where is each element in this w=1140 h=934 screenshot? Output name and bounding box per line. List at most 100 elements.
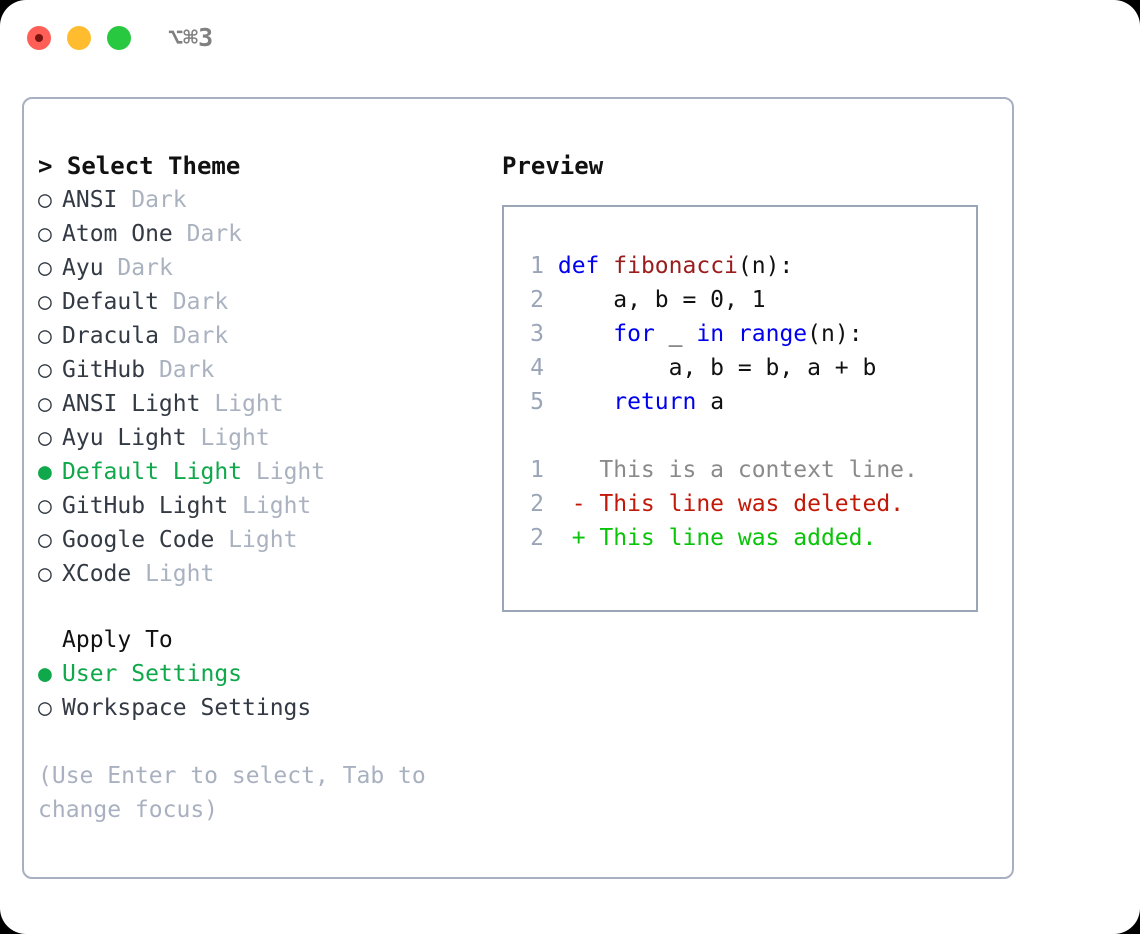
theme-option-ayu[interactable]: ○ Ayu Dark xyxy=(38,251,488,285)
theme-option-ansi[interactable]: ○ANSI Dark xyxy=(38,183,488,217)
label-tag-space xyxy=(117,187,131,213)
main-panel: > Select Theme ○ANSI Dark○Atom One Dark○… xyxy=(22,97,1014,879)
theme-option-tag: Light xyxy=(255,459,326,485)
code-token-fn: fibonacci xyxy=(613,253,738,279)
theme-option-tag: Dark xyxy=(186,221,243,247)
radio-unselected-icon: ○ xyxy=(38,221,52,247)
code-token-plain: (n): xyxy=(737,253,794,279)
radio-unselected-icon: ○ xyxy=(38,357,52,383)
theme-option-google-code[interactable]: ○ Google Code Light xyxy=(38,523,488,557)
theme-option-label: Ayu xyxy=(62,255,104,281)
apply-to-option-list: ● User Settings ○Workspace Settings xyxy=(38,657,488,725)
theme-option-default-light[interactable]: ●Default Light Light xyxy=(38,455,488,489)
theme-option-tag: Light xyxy=(214,391,284,417)
radio-unselected-icon: ○ xyxy=(38,391,52,417)
theme-option-tag: Dark xyxy=(131,187,187,213)
radio-selected-icon: ● xyxy=(38,661,52,687)
label-tag-space xyxy=(173,221,187,247)
diff-block: 1 This is a context line. 2 - This line w… xyxy=(516,453,970,555)
diff-line-ctx: 1 This is a context line. xyxy=(516,453,970,487)
theme-option-label: GitHub Light xyxy=(62,493,229,519)
theme-option-ayu-light[interactable]: ○Ayu Light Light xyxy=(38,421,488,455)
radio-unselected-icon: ○ xyxy=(38,695,52,721)
code-token-kw: for xyxy=(613,321,655,347)
diff-line-text: - This line was deleted. xyxy=(544,491,905,517)
minimize-window-button[interactable] xyxy=(67,26,91,50)
apply-to-option-label: User Settings xyxy=(62,661,243,687)
theme-option-github[interactable]: ○GitHub Dark xyxy=(38,353,488,387)
theme-option-ansi-light[interactable]: ○ ANSI Light Light xyxy=(38,387,488,421)
code-line-number: 2 xyxy=(530,287,544,313)
radio-unselected-icon: ○ xyxy=(38,255,52,281)
radio-unselected-icon: ○ xyxy=(38,561,52,587)
theme-picker-column: > Select Theme ○ANSI Dark○Atom One Dark○… xyxy=(38,149,488,827)
label-tag-space xyxy=(159,289,173,315)
apply-to-option-workspace-settings[interactable]: ○Workspace Settings xyxy=(38,691,488,725)
theme-option-tag: Light xyxy=(145,561,215,587)
code-line-number: 4 xyxy=(530,355,544,381)
label-tag-space xyxy=(242,459,256,485)
theme-option-tag: Light xyxy=(242,493,312,519)
label-tag-space xyxy=(159,323,173,349)
theme-option-label: ANSI Light xyxy=(62,391,201,417)
code-token-plain: a, b = b, a + b xyxy=(544,355,877,381)
code-line: 5 return a xyxy=(516,385,970,419)
theme-option-default[interactable]: ○Default Dark xyxy=(38,285,488,319)
title-bar: ⌥⌘3 xyxy=(0,0,1140,78)
code-line: 1 def fibonacci(n): xyxy=(516,249,970,283)
theme-option-label: Atom One xyxy=(62,221,173,247)
label-tag-space xyxy=(131,561,145,587)
theme-option-github-light[interactable]: ○GitHub Light Light xyxy=(38,489,488,523)
close-window-button[interactable] xyxy=(27,26,51,50)
code-token-plain xyxy=(544,253,558,279)
theme-option-atom-one[interactable]: ○ Atom One Dark xyxy=(38,217,488,251)
radio-unselected-icon: ○ xyxy=(38,425,52,451)
radio-unselected-icon: ○ xyxy=(38,323,52,349)
theme-option-label: Dracula xyxy=(62,323,159,349)
code-token-plain xyxy=(544,389,613,415)
label-tag-space xyxy=(104,255,118,281)
code-line-number: 1 xyxy=(530,253,544,279)
code-line-number: 5 xyxy=(530,389,544,415)
theme-option-tag: Light xyxy=(228,527,298,553)
theme-option-list: ○ANSI Dark○Atom One Dark○Ayu Dark○Defaul… xyxy=(38,183,488,591)
apply-to-heading: Apply To xyxy=(62,627,173,653)
diff-line-number: 2 xyxy=(530,525,544,551)
code-token-kw: range xyxy=(737,321,808,347)
label-tag-space xyxy=(214,527,228,553)
theme-option-label: Google Code xyxy=(62,527,215,553)
theme-option-dracula[interactable]: ○Dracula Dark xyxy=(38,319,488,353)
radio-unselected-icon: ○ xyxy=(38,527,52,553)
diff-line-add: 2 + This line was added. xyxy=(516,521,970,555)
code-line: 2 a, b = 0, 1 xyxy=(516,283,970,317)
apply-to-option-user-settings[interactable]: ● User Settings xyxy=(38,657,488,691)
theme-option-label: GitHub xyxy=(62,357,146,383)
code-token-plain xyxy=(724,321,738,347)
code-token-plain: _ xyxy=(654,321,697,347)
theme-option-label: Default Light xyxy=(62,459,243,485)
maximize-window-button[interactable] xyxy=(107,26,131,50)
code-token-kw: def xyxy=(557,253,600,279)
code-token-plain xyxy=(599,253,613,279)
code-line-number: 3 xyxy=(530,321,544,347)
theme-option-xcode[interactable]: ○ XCode Light xyxy=(38,557,488,591)
theme-option-tag: Light xyxy=(200,425,270,451)
diff-line-number: 1 xyxy=(530,457,544,483)
label-tag-space xyxy=(200,391,214,417)
keyboard-shortcut-label: ⌥⌘3 xyxy=(168,23,214,52)
theme-option-label: Default xyxy=(62,289,159,315)
code-token-kw: return xyxy=(613,389,697,415)
label-tag-space xyxy=(228,493,242,519)
theme-option-tag: Dark xyxy=(172,289,229,315)
label-tag-space xyxy=(145,357,159,383)
theme-option-label: XCode xyxy=(62,561,132,587)
code-line: 4 a, b = b, a + b xyxy=(516,351,970,385)
hint-spacer xyxy=(38,725,488,759)
theme-option-tag: Dark xyxy=(117,255,173,281)
diff-line-number: 2 xyxy=(530,491,544,517)
theme-option-label: ANSI xyxy=(62,187,118,213)
code-token-plain xyxy=(544,321,613,347)
